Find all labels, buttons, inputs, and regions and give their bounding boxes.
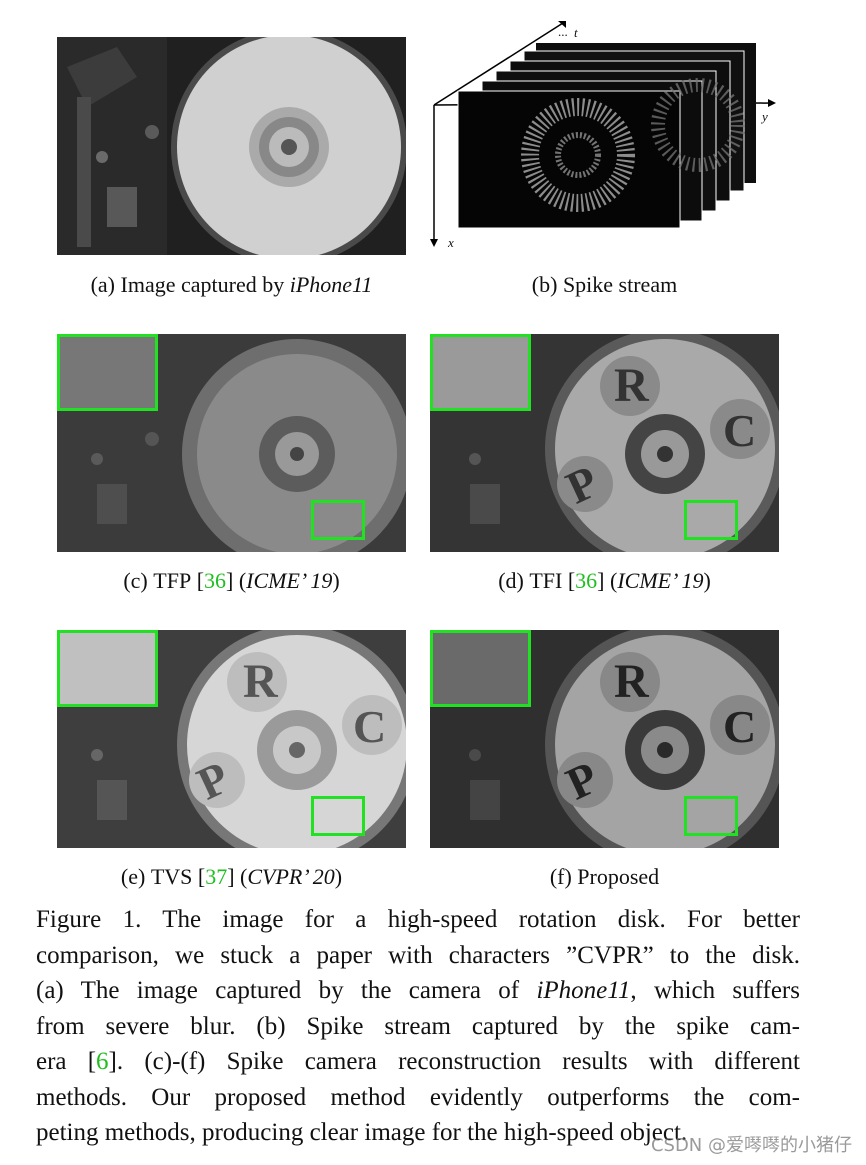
caption-line: (a) The image captured by the camera of … — [36, 977, 800, 1004]
panel-b-spike-stream: t ... y x — [428, 15, 788, 255]
zoom-region-box — [684, 500, 738, 540]
zoom-region-box — [311, 796, 365, 836]
panel-d-tfi: R C P — [430, 334, 779, 552]
caption-line: peting methods, producing clear image fo… — [36, 1119, 688, 1146]
disk-letter-c: C — [353, 701, 387, 752]
figure-caption: Figure 1. The image for a high-speed rot… — [36, 902, 800, 1151]
caption-b: (b) Spike stream — [531, 272, 678, 297]
axis-label-y: y — [762, 109, 768, 124]
zoom-region-box — [311, 500, 365, 540]
caption-d: (d) TFI [36] (ICME’ 19) — [498, 568, 711, 593]
caption-line: from severe blur. (b) Spike stream captu… — [36, 1012, 800, 1040]
caption-line: methods. Our proposed method evidently o… — [36, 1083, 800, 1111]
axis-dots: ... — [558, 24, 568, 39]
watermark: CSDN @爱噖噖的小猪仔 — [650, 1135, 852, 1156]
caption-e: (e) TVS [37] (CVPR’ 20) — [120, 864, 343, 889]
disk-letter-c: C — [723, 405, 757, 456]
caption-f: (f) Proposed — [549, 864, 660, 889]
zoom-inset-box — [57, 630, 158, 707]
disk-letter-c: C — [723, 701, 757, 752]
panel-f-proposed: R C P — [430, 630, 779, 848]
panel-a-iphone-image — [57, 37, 406, 255]
caption-a: (a) Image captured by iPhone11 — [90, 272, 373, 297]
caption-line: Figure 1. The image for a high-speed rot… — [36, 906, 800, 933]
disk-letter-r: R — [243, 655, 278, 708]
disk-letter-r: R — [614, 359, 649, 412]
caption-c: (c) TFP [36] (ICME’ 19) — [123, 568, 340, 593]
panel-e-tvs: R C P — [57, 630, 406, 848]
disk-letter-r: R — [614, 655, 649, 708]
axis-label-t: t — [574, 25, 578, 40]
zoom-inset-box — [430, 334, 531, 411]
zoom-region-box — [684, 796, 738, 836]
caption-line: comparison, we stuck a paper with charac… — [36, 941, 800, 969]
axis-label-x: x — [448, 235, 454, 250]
zoom-inset-box — [430, 630, 531, 707]
panel-c-tfp — [57, 334, 406, 552]
zoom-inset-box — [57, 334, 158, 411]
caption-line: era [6]. (c)-(f) Spike camera reconstruc… — [36, 1048, 800, 1075]
